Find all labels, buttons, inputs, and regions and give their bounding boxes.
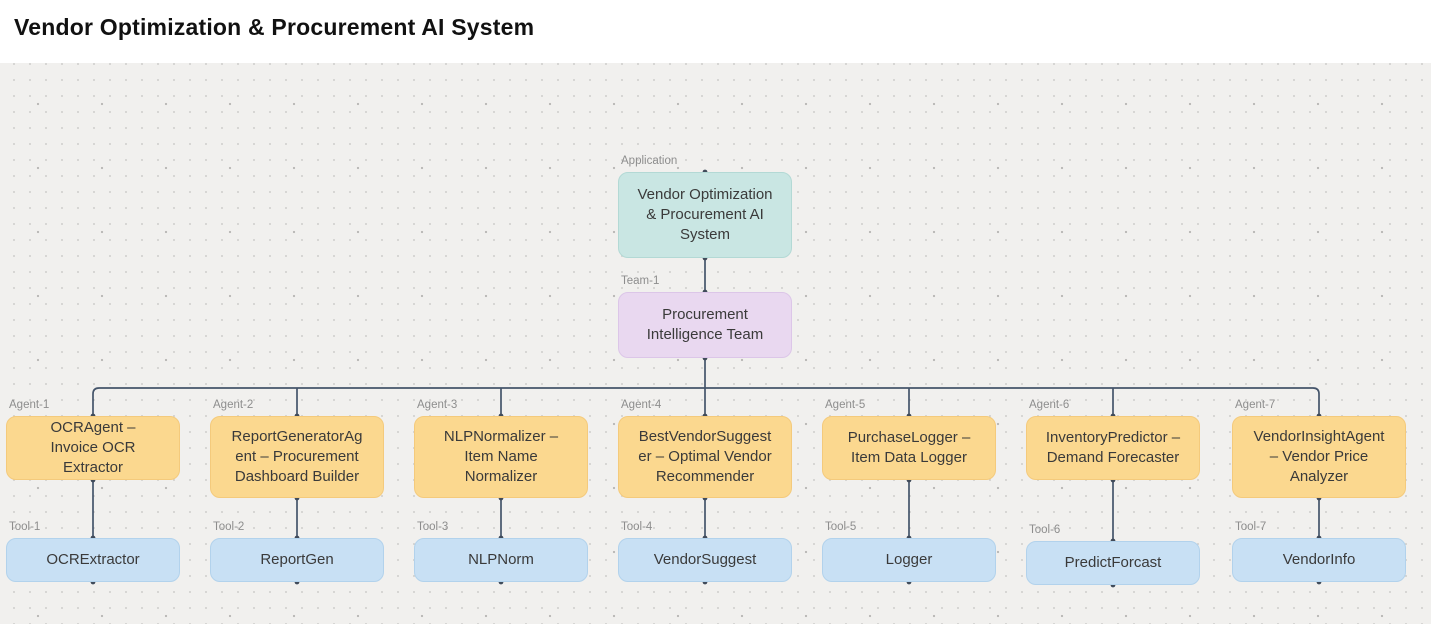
agent-node-7[interactable]: Agent-7 VendorInsightAgent – Vendor Pric… — [1232, 399, 1406, 498]
node-tag: Tool-5 — [825, 521, 857, 533]
node-tag: Agent-1 — [9, 399, 50, 411]
agent-node-4[interactable]: Agent-4 BestVendorSuggester – Optimal Ve… — [618, 399, 792, 498]
team-node[interactable]: Team-1 Procurement Intelligence Team — [618, 275, 792, 358]
agent-node-6[interactable]: Agent-6 InventoryPredictor – Demand Fore… — [1026, 399, 1200, 480]
node-tag: Agent-5 — [825, 399, 866, 411]
page-title: Vendor Optimization & Procurement AI Sys… — [14, 14, 535, 40]
node-tag: Team-1 — [621, 275, 660, 287]
node-tag: Tool-3 — [417, 521, 449, 533]
tool-node-7-box[interactable]: VendorInfo — [1232, 538, 1406, 582]
agent-node-3-box[interactable]: NLPNormalizer – Item Name Normalizer — [414, 416, 588, 498]
node-tag: Agent-6 — [1029, 399, 1070, 411]
agent-node-4-box[interactable]: BestVendorSuggester – Optimal Vendor Rec… — [618, 416, 792, 498]
tool-node-3[interactable]: Tool-3 NLPNorm — [414, 521, 588, 582]
agent-node-7-box[interactable]: VendorInsightAgent – Vendor Price Analyz… — [1232, 416, 1406, 498]
node-tag: Agent-7 — [1235, 399, 1276, 411]
tool-node-2-box[interactable]: ReportGen — [210, 538, 384, 582]
node-tag: Tool-2 — [213, 521, 245, 533]
agent-node-3[interactable]: Agent-3 NLPNormalizer – Item Name Normal… — [414, 399, 588, 498]
team-node-box[interactable]: Procurement Intelligence Team — [618, 292, 792, 358]
agent-node-2[interactable]: Agent-2 ReportGeneratorAgent – Procureme… — [210, 399, 384, 498]
node-tag: Application — [621, 155, 678, 167]
node-tag: Tool-1 — [9, 521, 41, 533]
tool-node-4-box[interactable]: VendorSuggest — [618, 538, 792, 582]
node-tag: Tool-7 — [1235, 521, 1267, 533]
page-header: Vendor Optimization & Procurement AI Sys… — [0, 0, 1431, 63]
agent-node-1-box[interactable]: OCRAgent – Invoice OCR Extractor — [6, 416, 180, 480]
agent-node-1[interactable]: Agent-1 OCRAgent – Invoice OCR Extractor — [6, 399, 180, 480]
node-tag: Agent-3 — [417, 399, 458, 411]
tool-node-6[interactable]: Tool-6 PredictForcast — [1026, 524, 1200, 585]
tool-node-3-box[interactable]: NLPNorm — [414, 538, 588, 582]
tool-node-5-box[interactable]: Logger — [822, 538, 996, 582]
tool-node-7[interactable]: Tool-7 VendorInfo — [1232, 521, 1406, 582]
node-tag: Agent-4 — [621, 399, 662, 411]
agent-node-5[interactable]: Agent-5 PurchaseLogger – Item Data Logge… — [822, 399, 996, 480]
tool-node-1[interactable]: Tool-1 OCRExtractor — [6, 521, 180, 582]
agent-node-6-box[interactable]: InventoryPredictor – Demand Forecaster — [1026, 416, 1200, 480]
tool-node-1-box[interactable]: OCRExtractor — [6, 538, 180, 582]
agent-node-2-box[interactable]: ReportGeneratorAgent – Procurement Dashb… — [210, 416, 384, 498]
agent-node-5-box[interactable]: PurchaseLogger – Item Data Logger — [822, 416, 996, 480]
tool-node-6-box[interactable]: PredictForcast — [1026, 541, 1200, 585]
node-tag: Agent-2 — [213, 399, 254, 411]
tool-node-4[interactable]: Tool-4 VendorSuggest — [618, 521, 792, 582]
application-node[interactable]: Application Vendor Optimization & Procur… — [618, 155, 792, 258]
application-node-box[interactable]: Vendor Optimization & Procurement AI Sys… — [618, 172, 792, 258]
node-tag: Tool-4 — [621, 521, 653, 533]
tool-node-5[interactable]: Tool-5 Logger — [822, 521, 996, 582]
node-tag: Tool-6 — [1029, 524, 1061, 536]
tool-node-2[interactable]: Tool-2 ReportGen — [210, 521, 384, 582]
